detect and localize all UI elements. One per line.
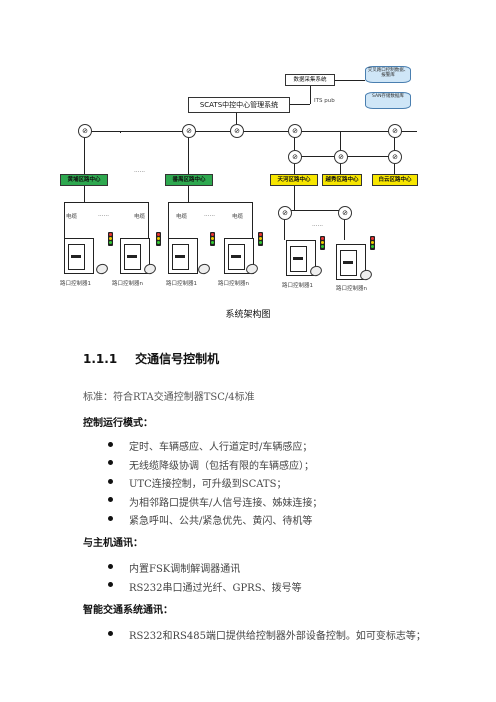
region-box: 黄埔区路中心 [60, 174, 108, 186]
region-box: 天河区路中心 [270, 174, 318, 186]
modem-icon: ⊘ [278, 206, 292, 220]
controller-label: 路口控制器1 [282, 283, 313, 289]
modem-icon: ⊘ [388, 124, 402, 138]
system-architecture-diagram: 数据采集系统 交叉路口控制数据、报警库 SAN存储数据库 ITS pub SCA… [60, 62, 430, 302]
data-collector-box: 数据采集系统 [285, 74, 335, 86]
modem-icon: ⊘ [388, 150, 402, 164]
section-heading: 1.1.1 交通信号控制机 [83, 350, 219, 367]
region-box: 越秀区路中心 [322, 174, 362, 186]
traffic-light-icon [258, 232, 263, 246]
database-2: SAN存储数据库 [365, 92, 411, 109]
its-list: RS232和RS485端口提供给控制器外部设备控制。如可变标志等； [108, 627, 426, 646]
modem-icon: ⊘ [334, 150, 348, 164]
modem-icon: ⊘ [288, 150, 302, 164]
detector-icon [196, 262, 212, 276]
its-label: ITS pub [314, 98, 335, 104]
region-box: 番禺区路中心 [165, 174, 213, 186]
list-item: UTC连接控制，可升级到SCATS； [108, 475, 322, 494]
controller-label: 路口控制器n [112, 281, 143, 287]
list-item: 定时、车辆感应、人行道定时/车辆感应； [108, 438, 322, 457]
modem-icon: ⊘ [78, 124, 92, 138]
list-item: 紧急呼叫、公共/紧急优先、黄闪、待机等 [108, 512, 322, 531]
list-item: 无线缆降级协调（包括有限的车辆感应）； [108, 457, 322, 476]
traffic-light-icon [320, 236, 325, 250]
controller-cabinet [168, 238, 198, 274]
controller-label: 路口控制器1 [166, 281, 197, 287]
traffic-light-icon [156, 232, 161, 246]
section-title-its: 智能交通系统通讯： [83, 605, 173, 616]
controller-label: 路口控制器n [218, 281, 249, 287]
region-box: 白云区路中心 [372, 174, 418, 186]
traffic-light-icon [370, 236, 375, 250]
list-item: RS232和RS485端口提供给控制器外部设备控制。如可变标志等； [108, 627, 426, 646]
list-item: RS232串口通过光纤、GPRS、拨号等 [108, 579, 302, 598]
scats-center-box: SCATS中控中心管理系统 [188, 97, 290, 113]
modem-icon: ⊘ [182, 124, 196, 138]
modes-list: 定时、车辆感应、人行道定时/车辆感应； 无线缆降级协调（包括有限的车辆感应）； … [108, 438, 322, 531]
modem-icon: ⊘ [230, 124, 244, 138]
controller-label: 路口控制器n [336, 286, 367, 292]
controller-label: 路口控制器1 [60, 281, 91, 287]
list-item: 内置FSK调制解调器通讯 [108, 560, 302, 579]
database-1: 交叉路口控制数据、报警库 [365, 66, 411, 83]
detector-icon [94, 262, 110, 276]
controller-cabinet [64, 238, 94, 274]
standard-line: 标准：符合RTA交通控制器TSC/4标准 [83, 392, 255, 403]
section-title: 交通信号控制机 [135, 352, 220, 366]
modem-icon: ⊘ [338, 206, 352, 220]
figure-caption: 系统架构图 [225, 310, 271, 320]
controller-cabinet [336, 244, 366, 280]
list-item: 为相邻路口提供车/人信号连接、姊妹连接； [108, 494, 322, 513]
section-title-host: 与主机通讯： [83, 538, 143, 549]
traffic-light-icon [210, 232, 215, 246]
section-title-modes: 控制运行模式： [83, 418, 153, 429]
controller-cabinet [120, 238, 150, 274]
host-list: 内置FSK调制解调器通讯 RS232串口通过光纤、GPRS、拨号等 [108, 560, 302, 597]
section-number: 1.1.1 [83, 352, 118, 366]
traffic-light-icon [108, 232, 113, 246]
modem-icon: ⊘ [288, 124, 302, 138]
